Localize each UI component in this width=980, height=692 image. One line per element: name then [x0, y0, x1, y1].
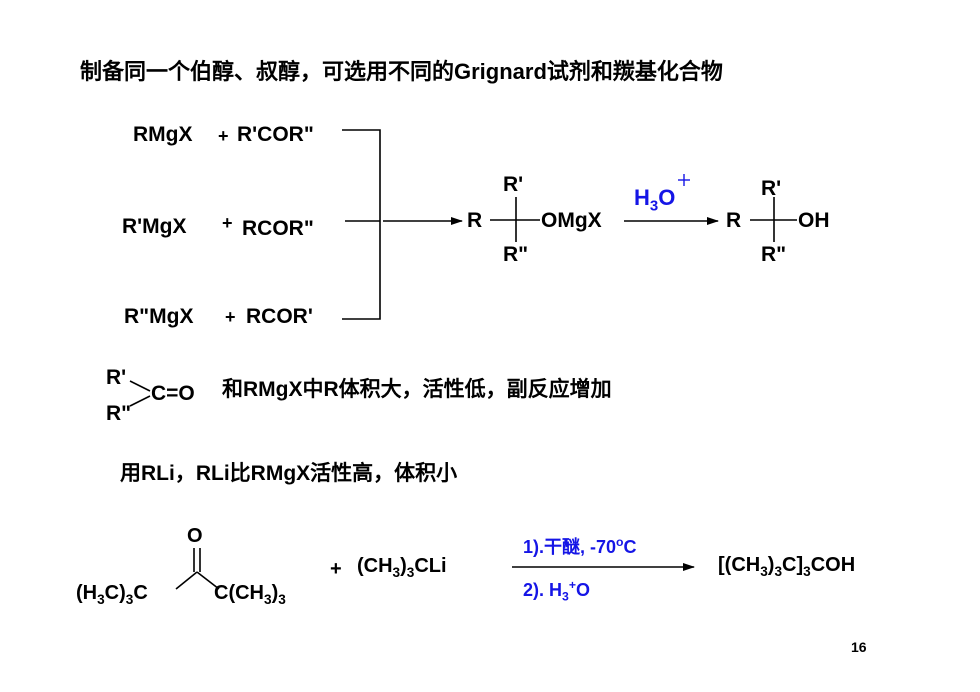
scheme2-condition2: 2). H3+O [523, 578, 590, 603]
condition1-sup: o [616, 535, 624, 549]
reactant2-carbonyl: RCOR" [242, 217, 314, 240]
note1-ketone-r1: R' [106, 366, 127, 389]
reactant2-plus: + [222, 213, 233, 233]
intermediate-bottom-group: R" [503, 243, 529, 266]
product-left-group: R [726, 209, 742, 232]
scheme2-reagent-a: (CH [357, 555, 393, 577]
condition1-a: 1).干醚, -70 [523, 537, 617, 557]
intermediate-left-group: R [467, 209, 483, 232]
reactant1-reagent: RMgX [133, 123, 193, 146]
note1-ketone-co: C=O [151, 382, 195, 405]
ketone2-right-b: ) [271, 582, 279, 604]
product2-sub3: 3 [803, 564, 811, 579]
ketone2-left-a: (H [76, 582, 98, 604]
ketone2-right-sub1: 3 [264, 592, 272, 607]
reactant3-reagent: R"MgX [124, 305, 194, 328]
product2-a: [(CH [718, 554, 761, 576]
condition1-b: C [623, 537, 637, 557]
scheme2-plus: + [330, 558, 342, 580]
ketone2-left-sub2: 3 [125, 592, 134, 607]
hydrolysis-h: H [634, 185, 650, 210]
condition2-sub: 3 [562, 589, 569, 604]
scheme2-reagent-sub2: 3 [406, 565, 415, 580]
product2-b: ) [767, 554, 775, 576]
ketone2-right-bond [196, 571, 220, 590]
product-bottom-group: R" [761, 243, 787, 266]
hydrolysis-reagent: H3O [634, 185, 676, 214]
condition2-a: 2). H [523, 580, 563, 600]
condition2-b: O [575, 580, 590, 600]
scheme2-reagent-sub1: 3 [392, 565, 401, 580]
ketone2-left-b: C) [104, 582, 126, 604]
ketone2-right-sub2: 3 [278, 592, 286, 607]
ketone2-right-group: C(CH3)3 [214, 582, 286, 606]
reactant2-reagent: R'MgX [122, 215, 187, 238]
reactant3-plus: + [225, 307, 236, 327]
ketone2-left-sub1: 3 [97, 592, 105, 607]
ketone2-left-c: C [133, 582, 148, 604]
product2-c: C] [782, 554, 804, 576]
product-top-group: R' [761, 177, 782, 200]
ketone2-left-group: (H3C)3C [76, 582, 148, 606]
reactant1-carbonyl: R'COR" [237, 123, 314, 146]
scheme2-condition1: 1).干醚, -70oC [523, 535, 637, 557]
product2-d: COH [810, 554, 856, 576]
scheme2-reagent-b: ) [400, 555, 407, 577]
scheme2-reagent: (CH3)3CLi [357, 555, 447, 579]
page-number: 16 [851, 639, 867, 655]
intermediate-right-group: OMgX [541, 209, 602, 232]
ketone2-left-bond [175, 571, 198, 590]
ketone2-oxygen: O [187, 525, 203, 547]
hydrolysis-sub: 3 [649, 197, 659, 215]
scheme2-reagent-c: CLi [414, 555, 447, 577]
note1-ketone-r2: R" [106, 402, 132, 425]
reactant3-carbonyl: RCOR' [246, 305, 313, 328]
slide-title: 制备同一个伯醇、叔醇，可选用不同的Grignard试剂和羰基化合物 [80, 59, 723, 84]
note1-text: 和RMgX中R体积大，活性低，副反应增加 [222, 378, 612, 401]
product-right-group: OH [798, 209, 830, 232]
ketone2-right-a: C(CH [214, 582, 264, 604]
hydrolysis-o: O [658, 185, 676, 210]
reactant1-plus: + [218, 126, 229, 146]
ketone-note-bond-bottom [129, 395, 151, 407]
product2-sub1: 3 [760, 564, 768, 579]
condition2-sup: + [568, 578, 576, 592]
intermediate-top-group: R' [503, 173, 524, 196]
product2-sub2: 3 [774, 564, 783, 579]
ketone-note-bond-top [129, 380, 151, 392]
scheme2-product: [(CH3)3C]3COH [718, 554, 856, 578]
note2-text: 用RLi，RLi比RMgX活性高，体积小 [120, 462, 458, 485]
bracket-line [342, 129, 381, 320]
